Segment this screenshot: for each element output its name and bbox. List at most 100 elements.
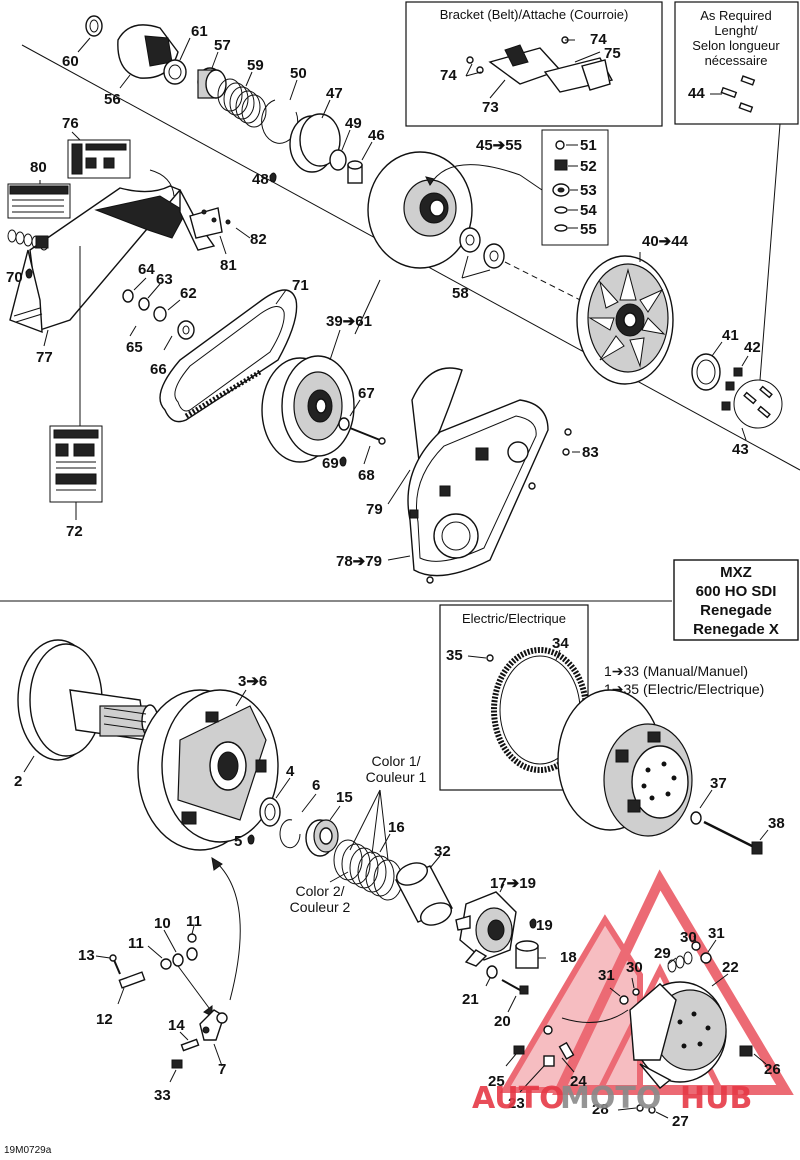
callout-56: 56	[104, 91, 121, 108]
callout-32: 32	[434, 843, 451, 860]
callout-50: 50	[290, 65, 307, 82]
callout-10: 10	[154, 915, 171, 932]
watermark-moto: MOTO	[560, 1081, 661, 1116]
model-line4: Renegade X	[693, 621, 779, 638]
callout-12: 12	[96, 1011, 113, 1028]
callout-74-left: 74	[440, 67, 457, 84]
callout-18: 18	[560, 949, 577, 966]
callout-22: 22	[722, 959, 739, 976]
bracket-81-82: 82 81	[189, 207, 267, 274]
spring-16: 16 Color 1/ Couleur 1 Color 2/ Couleur 2	[290, 753, 427, 915]
callout-45-55: 45➔55	[476, 137, 522, 154]
watermark-text: AUTO MOTO HUB	[472, 1081, 752, 1116]
movable-sheave-3-6: 3➔6	[137, 673, 279, 1001]
callout-68: 68	[358, 467, 375, 484]
bracket-box: Bracket (Belt)/Attache (Courroie) 74 74 …	[405, 1, 663, 127]
callout-30-top: 30	[680, 929, 697, 946]
callout-75: 75	[604, 45, 621, 62]
watermark-logo	[499, 869, 794, 1095]
as-required-line3: Selon longueur	[692, 38, 780, 53]
callout-61: 61	[191, 23, 208, 40]
callout-30-mid: 30	[626, 959, 643, 976]
callout-60: 60	[62, 53, 79, 70]
drive-pulley-top-parts: 60 56 61 57 59 50 47	[62, 15, 385, 188]
drive-belt-71: 71	[159, 277, 309, 423]
callout-29: 29	[654, 945, 671, 962]
driven-pulley-fixed-half: 40➔44	[576, 233, 689, 385]
watermark-hub: HUB	[680, 1081, 752, 1116]
callout-17-19: 17➔19	[490, 875, 536, 892]
callout-37: 37	[710, 775, 727, 792]
callout-39-61: 39➔61	[326, 313, 372, 330]
callout-72: 72	[66, 523, 83, 540]
callout-6: 6	[312, 777, 320, 794]
callout-1-35: 1➔35 (Electric/Electrique)	[604, 681, 764, 697]
callout-14: 14	[168, 1017, 185, 1034]
callout-77: 77	[36, 349, 53, 366]
bushing-15: 15	[305, 789, 353, 857]
callout-4: 4	[286, 763, 295, 780]
callout-33: 33	[154, 1087, 171, 1104]
callout-70: 70	[6, 269, 23, 286]
callout-43: 43	[732, 441, 749, 458]
complete-drive-pulley: 1➔33 (Manual/Manuel) 1➔35 (Electric/Elec…	[557, 663, 785, 855]
callout-24: 24	[570, 1073, 587, 1090]
callout-20: 20	[494, 1013, 511, 1030]
callout-11-right: 11	[186, 913, 202, 930]
callout-78-79: 78➔79	[336, 553, 382, 570]
callout-5: 5	[234, 833, 242, 850]
callout-74-top: 74	[590, 31, 607, 48]
hardware-stack-51-55: 51 52 53 54 55	[541, 129, 609, 246]
bracket-box-title: Bracket (Belt)/Attache (Courroie)	[440, 7, 629, 22]
callout-3-6: 3➔6	[238, 673, 267, 690]
model-line1: MXZ	[720, 564, 752, 581]
as-required-box: As Required Lenght/ Selon longueur néces…	[674, 1, 799, 381]
callout-76: 76	[62, 115, 79, 132]
callout-27: 27	[672, 1113, 689, 1130]
label-72: 72	[49, 425, 103, 540]
sleeve-32: 32	[395, 843, 453, 926]
model-box: MXZ 600 HO SDI Renegade Renegade X	[673, 559, 799, 641]
callout-34: 34	[552, 635, 569, 652]
as-required-line4: nécessaire	[705, 53, 768, 68]
pulley-assembly-22-31: 29 30 31 22 31 30 25 24 23 26 28 27	[488, 925, 781, 1130]
color1-line2: Couleur 1	[366, 769, 427, 785]
callout-66: 66	[150, 361, 167, 378]
parts-7-14-33: 13 12 11 10 11 7 14 33	[78, 913, 228, 1104]
driven-pulley-sheave: 45➔55	[367, 137, 543, 269]
fixed-sheave-2: 2	[14, 639, 159, 790]
callout-31-mid: 31	[598, 967, 615, 984]
callout-82: 82	[250, 231, 267, 248]
callout-19: 19	[536, 917, 553, 934]
callout-51: 51	[580, 137, 597, 154]
callout-54: 54	[580, 202, 597, 219]
callout-11-left: 11	[128, 935, 144, 952]
callout-71: 71	[292, 277, 309, 294]
parts-4-5-6: 4 6 5	[234, 763, 320, 850]
section-frame	[0, 44, 800, 602]
callout-31-top: 31	[708, 925, 725, 942]
callout-83: 83	[582, 444, 599, 461]
callout-25: 25	[488, 1073, 505, 1090]
belt-guard: 70 77 80 76	[6, 115, 216, 471]
callout-57: 57	[214, 37, 231, 54]
washers-62-66: 64 63 62 65 66	[122, 261, 197, 378]
callout-80: 80	[30, 159, 47, 176]
bolt-67-69: 67 69 68	[322, 385, 386, 484]
diagram-code: 19M0729a	[4, 1145, 52, 1156]
color2-line1: Color 2/	[295, 883, 344, 899]
callout-40-44: 40➔44	[642, 233, 689, 250]
as-required-line2: Lenght/	[714, 23, 758, 38]
callout-41: 41	[722, 327, 739, 344]
callout-73: 73	[482, 99, 499, 116]
callout-35: 35	[446, 647, 463, 664]
as-required-line1: As Required	[700, 8, 772, 23]
electric-box-title: Electric/Electrique	[462, 611, 566, 626]
color2-line2: Couleur 2	[290, 899, 351, 915]
callout-7: 7	[218, 1061, 226, 1078]
callout-81: 81	[220, 257, 237, 274]
callout-49: 49	[345, 115, 362, 132]
callout-13: 13	[78, 947, 95, 964]
callout-63: 63	[156, 271, 173, 288]
